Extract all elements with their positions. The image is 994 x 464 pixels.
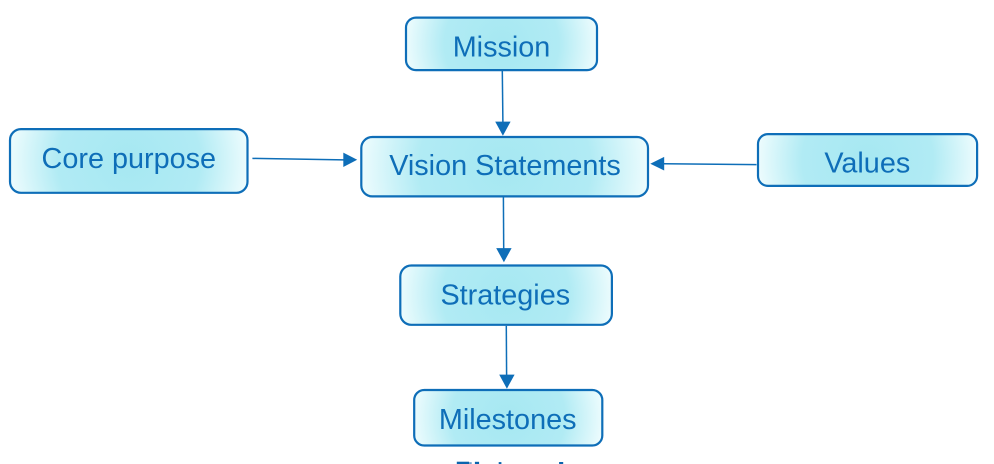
svg-text:Milestones: Milestones [439, 404, 577, 436]
svg-text:Core purpose: Core purpose [42, 143, 216, 175]
svg-text:Strategies: Strategies [440, 280, 570, 312]
svg-text:Values: Values [824, 148, 910, 180]
svg-text:Mission: Mission [453, 31, 551, 63]
svg-text:Vision Statements: Vision Statements [389, 150, 621, 182]
